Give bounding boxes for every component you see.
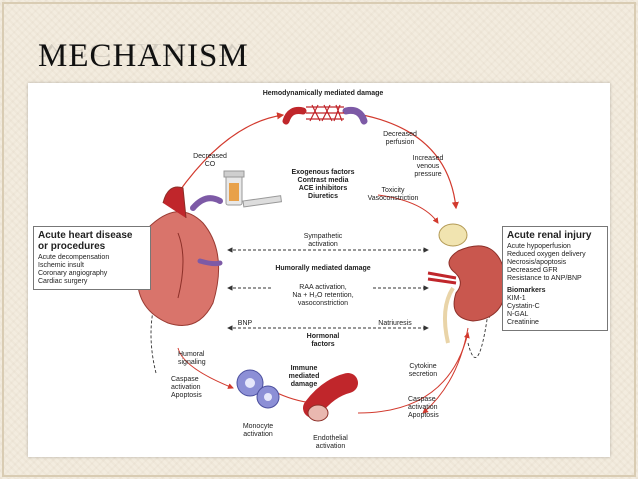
arrow-exogenous-to-kidney xyxy=(377,194,439,224)
humoral-signaling-label: Humoral signaling xyxy=(178,351,206,366)
monocyte-illustration xyxy=(236,369,280,409)
arrow-endothelial-to-kidney xyxy=(357,332,470,414)
increased-venous-pressure-label: Increased venous pressure xyxy=(412,155,444,178)
bnp-label: BNP xyxy=(237,320,253,327)
renal-box-item: Decreased GFR xyxy=(507,267,558,274)
caspase-left-label: Caspase activation Apoptosis xyxy=(171,376,202,399)
capillary-network-illustration xyxy=(282,104,368,125)
renal-box-item: Reduced oxygen delivery xyxy=(507,251,586,258)
kidney-illustration xyxy=(427,223,507,344)
heart-box-item: Coronary angiography xyxy=(38,270,108,277)
diagram-graphics xyxy=(136,104,507,422)
biomarker-item: KIM-1 xyxy=(507,295,526,302)
renal-box-item: Resistance to ANP/BNP xyxy=(507,275,582,282)
toxicity-label: Toxicity Vasoconstriction xyxy=(367,187,419,202)
biomarker-item: N-GAL xyxy=(507,311,529,318)
cytokine-secretion-label: Cytokine secretion xyxy=(408,363,438,378)
hormonal-factors-label: Hormonal factors xyxy=(306,333,340,348)
arrow-top-to-kidney xyxy=(362,114,459,210)
renal-box-heading: Acute renal injury xyxy=(507,230,592,241)
biomarker-item: Creatinine xyxy=(507,319,539,326)
arrow-heart-to-top xyxy=(177,112,285,194)
heart-box-heading-1: Acute heart disease xyxy=(38,230,133,241)
renal-box-item: Acute hypoperfusion xyxy=(507,243,571,250)
arrow-kidney-down xyxy=(422,327,469,414)
hemodynamic-damage-title: Hemodynamically mediated damage xyxy=(262,90,384,97)
endothelial-vessel-illustration xyxy=(303,373,358,422)
diagram-panel: Hemodynamically mediated damage Decrease… xyxy=(28,83,610,457)
sympathetic-activation-label: Sympathetic activation xyxy=(303,233,343,248)
drug-vial-illustration xyxy=(223,170,283,208)
biomarkers-heading: Biomarkers xyxy=(507,287,546,294)
humoral-damage-label: Humorally mediated damage xyxy=(275,265,371,272)
decreased-co-label: Decreased CO xyxy=(193,153,227,168)
heart-disease-box: Acute heart disease or procedures Acute … xyxy=(33,226,151,290)
dashed-kidney-loop xyxy=(467,312,491,358)
heart-box-item: Acute decompensation xyxy=(38,254,110,261)
endothelial-activation-label: Endothelial activation xyxy=(313,435,348,450)
caspase-right-label: Caspase activation Apoptosis xyxy=(408,396,439,419)
immune-damage-label: Immune mediated damage xyxy=(288,365,320,388)
heart-box-item: Ischemic insult xyxy=(38,262,84,269)
slide-title-reflection: MECHANISM xyxy=(38,39,249,61)
heart-box-heading-2: or procedures xyxy=(38,241,106,252)
biomarker-item: Cystatin-C xyxy=(507,303,540,310)
dashed-heart-return xyxy=(150,297,158,374)
slide-title: MECHANISM xyxy=(38,38,249,74)
exogenous-factors-label: Exogenous factors Contrast media ACE inh… xyxy=(291,169,355,200)
heart-box-item: Cardiac surgery xyxy=(38,278,88,285)
monocyte-activation-label: Monocyte activation xyxy=(242,423,274,438)
renal-box-item: Necrosis/apoptosis xyxy=(507,259,567,266)
renal-injury-box: Acute renal injury Acute hypoperfusion R… xyxy=(502,226,608,331)
natriuresis-label: Natriuresis xyxy=(378,320,412,327)
arrow-heart-to-cells xyxy=(177,347,234,389)
decreased-perfusion-label: Decreased perfusion xyxy=(383,131,417,146)
raa-activation-label: RAA activation, Na + H₂O retention, vaso… xyxy=(273,284,373,308)
